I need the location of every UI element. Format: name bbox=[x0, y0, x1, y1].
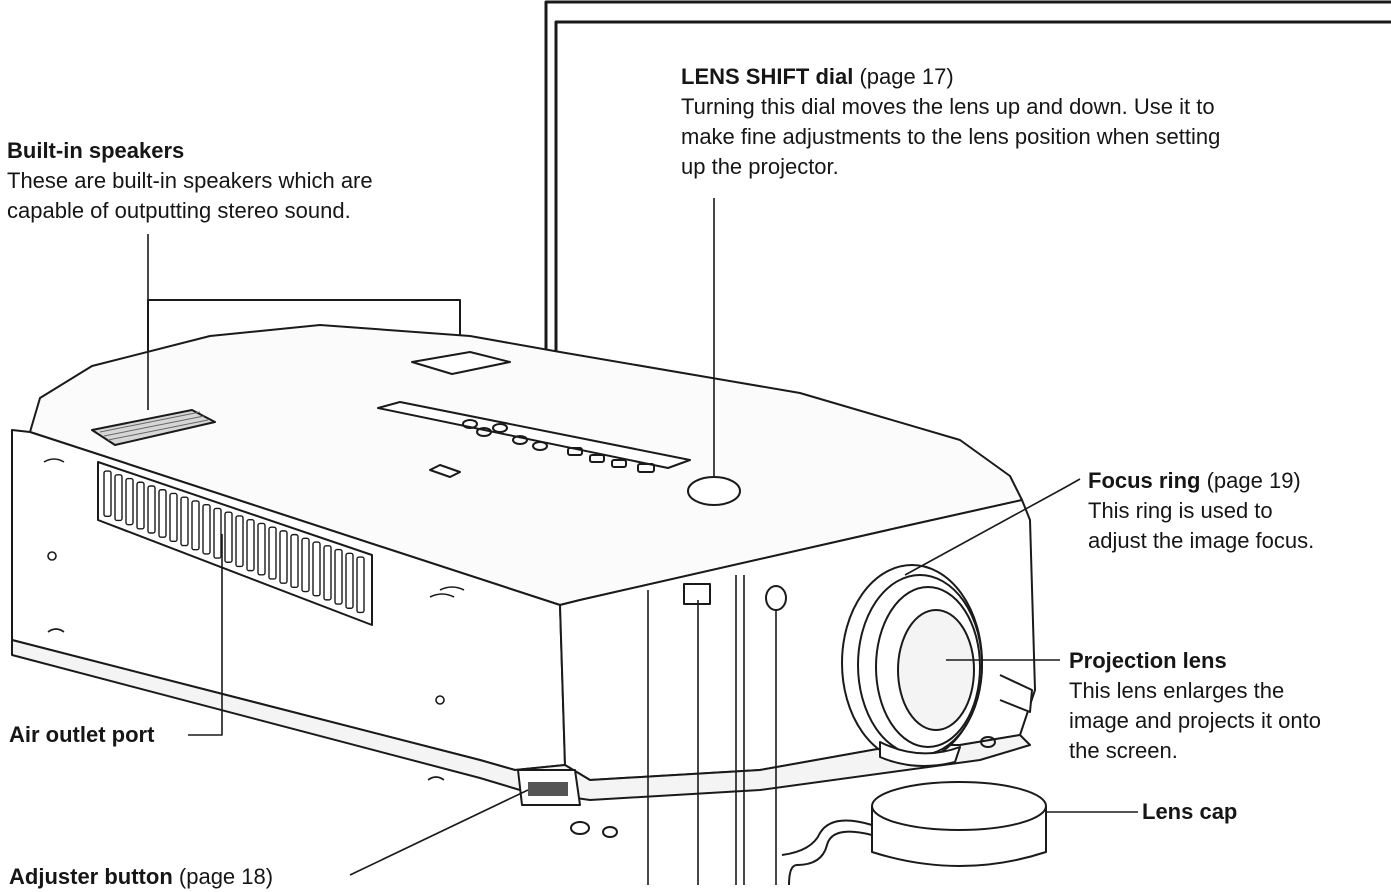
projector-bottom bbox=[11, 639, 1031, 801]
air-outlet-title: Air outlet port bbox=[9, 722, 155, 747]
vent-slat bbox=[246, 518, 255, 572]
vent-slat bbox=[136, 481, 145, 530]
lens-shift-desc-1: Turning this dial moves the lens up and … bbox=[681, 94, 1215, 119]
vent-slat bbox=[202, 504, 211, 555]
speakers-title: Built-in speakers bbox=[7, 138, 185, 163]
vent-slat bbox=[312, 541, 321, 597]
vent-slat bbox=[114, 474, 123, 522]
lens-shift-callout: LENS SHIFT dial (page 17) Turning this d… bbox=[681, 62, 1220, 182]
projection-lens-desc-2: image and projects it onto bbox=[1069, 708, 1321, 733]
focus-ring-callout: Focus ring (page 19) This ring is used t… bbox=[1088, 466, 1314, 556]
speakers-callout: Built-in speakers These are built-in spe… bbox=[7, 136, 373, 226]
projection-lens-callout: Projection lens This lens enlarges the i… bbox=[1069, 646, 1321, 766]
lens-shift-page: (page 17) bbox=[859, 64, 954, 89]
callout-frame bbox=[544, 0, 1391, 422]
focus-ring-desc-1: This ring is used to bbox=[1088, 498, 1273, 523]
side-details bbox=[43, 458, 465, 781]
vent-slat bbox=[235, 515, 244, 568]
adjuster-callout: Adjuster button (page 18) bbox=[9, 862, 273, 892]
vent-slat bbox=[279, 530, 288, 584]
vent-slat bbox=[180, 496, 189, 547]
vent-slat bbox=[125, 477, 134, 526]
vent-slat bbox=[268, 526, 277, 580]
adjuster-page: (page 18) bbox=[178, 864, 274, 889]
adjuster-title: Adjuster button bbox=[9, 864, 173, 889]
vent-slat bbox=[147, 485, 156, 534]
focus-ring-desc-2: adjust the image focus. bbox=[1088, 528, 1315, 553]
air-outlet-vent bbox=[97, 461, 373, 626]
vent-slat bbox=[290, 533, 299, 589]
focus-ring-page: (page 19) bbox=[1206, 468, 1301, 493]
vent-slat bbox=[345, 552, 354, 609]
lens-assembly bbox=[841, 564, 1033, 767]
vent-slat bbox=[334, 548, 343, 605]
projection-lens-desc-3: the screen. bbox=[1069, 738, 1178, 763]
lens-shift-desc-2: make fine adjustments to the lens positi… bbox=[681, 124, 1221, 149]
vent-slat bbox=[301, 537, 310, 593]
lens-cap bbox=[781, 781, 1047, 885]
lens-cap-title: Lens cap bbox=[1142, 799, 1238, 824]
vent-slat bbox=[323, 545, 332, 601]
vent-slat bbox=[158, 489, 167, 538]
speakers-desc-2: capable of outputting stereo sound. bbox=[7, 198, 351, 223]
lens-cap-callout: Lens cap bbox=[1142, 797, 1237, 827]
lens-shift-dial bbox=[687, 476, 741, 506]
speakers-desc-1: These are built-in speakers which are bbox=[7, 168, 373, 193]
speaker-grille bbox=[91, 409, 216, 446]
projection-lens-desc-1: This lens enlarges the bbox=[1069, 678, 1285, 703]
top-vent bbox=[411, 351, 511, 375]
vent-slat bbox=[191, 500, 200, 551]
air-outlet-callout: Air outlet port bbox=[9, 720, 154, 750]
vent-slat bbox=[224, 511, 233, 563]
lens-shift-desc-3: up the projector. bbox=[681, 154, 839, 179]
vent-slat bbox=[103, 470, 112, 517]
vent-slat bbox=[356, 556, 365, 614]
vent-slat bbox=[257, 522, 266, 576]
leader-lines bbox=[147, 198, 1138, 885]
vent-slat bbox=[213, 507, 222, 559]
focus-ring-title: Focus ring bbox=[1088, 468, 1201, 493]
control-panel bbox=[377, 401, 691, 478]
lens-shift-title: LENS SHIFT dial bbox=[681, 64, 854, 89]
projection-lens-title: Projection lens bbox=[1069, 648, 1227, 673]
vent-slat bbox=[169, 492, 178, 543]
